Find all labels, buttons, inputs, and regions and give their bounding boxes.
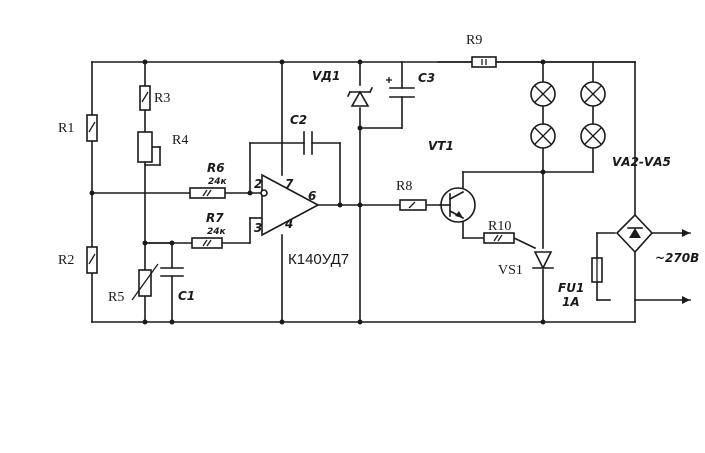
label-r9: R9 [466, 33, 482, 48]
label-r6: R6 [207, 161, 225, 175]
resistor-r7 [191, 237, 223, 249]
label-r8: R8 [396, 179, 412, 194]
label-pin-3: 3 [254, 221, 262, 235]
opamp [260, 173, 320, 237]
label-r7: R7 [206, 211, 224, 225]
label-pin-2: 2 [254, 177, 262, 191]
resistor-r10 [483, 232, 515, 244]
label-fu1: FU1 [558, 281, 584, 295]
junction-dots [89, 59, 546, 325]
label-pin-6: 6 [308, 189, 316, 203]
diode-bridge [615, 213, 654, 254]
resistor-r9 [471, 56, 497, 68]
potentiometer-r4 [137, 131, 153, 163]
lamp-1 [530, 81, 556, 107]
label-vd1: VД1 [312, 69, 340, 83]
fuse-fu1 [591, 257, 603, 283]
label-vs1: VS1 [498, 263, 523, 278]
capacitor-c1 [160, 267, 184, 277]
label-lamps: VА2-VА5 [612, 155, 671, 169]
label-r5: R5 [108, 290, 124, 305]
label-c3: C3 [418, 71, 435, 85]
lamp-4 [580, 123, 606, 149]
label-r10: R10 [488, 219, 511, 234]
resistor-r1 [86, 114, 98, 142]
label-vt1: VT1 [428, 139, 454, 153]
label-r6-value: 24к [208, 177, 228, 187]
resistor-r6 [189, 187, 226, 199]
label-r1: R1 [58, 121, 74, 136]
label-r3: R3 [154, 91, 170, 106]
supply-terminals [682, 229, 690, 304]
label-c2: C2 [290, 113, 307, 127]
thyristor-vs1 [532, 251, 554, 270]
zener-diode-vd1 [346, 86, 374, 107]
label-r2: R2 [58, 253, 74, 268]
lamp-2 [530, 123, 556, 149]
label-c1: C1 [178, 289, 195, 303]
transistor-vt1 [439, 187, 476, 223]
resistor-r3 [139, 85, 151, 111]
resistor-r2 [86, 246, 98, 274]
label-r4: R4 [172, 133, 188, 148]
label-pin-7: 7 [285, 177, 294, 191]
label-pin-4: 4 [284, 217, 293, 231]
variable-resistor-r5 [131, 263, 159, 301]
capacitor-c2 [303, 131, 313, 155]
label-supply: ~270В [655, 251, 699, 265]
resistor-r8 [399, 199, 427, 211]
label-fu1-value: 1А [562, 295, 580, 309]
wires [91, 61, 691, 323]
label-r7-value: 24к [207, 227, 227, 237]
label-opamp: К140УД7 [288, 251, 349, 268]
capacitor-c3 [386, 77, 415, 98]
lamp-3 [580, 81, 606, 107]
